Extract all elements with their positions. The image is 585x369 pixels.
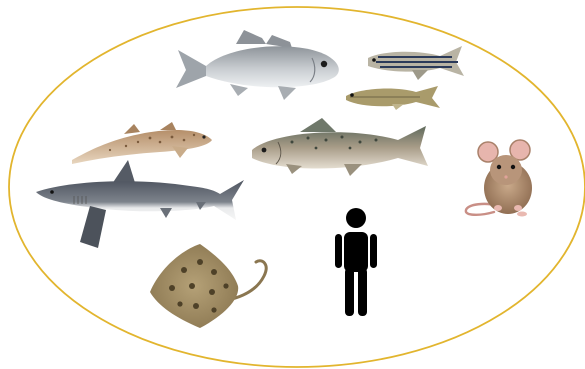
zebrafish-icon <box>368 46 464 80</box>
skate-icon <box>150 244 266 328</box>
sea-bass-icon <box>176 30 339 100</box>
human-icon <box>335 208 377 316</box>
salmon-icon <box>252 118 428 176</box>
catshark-icon <box>72 122 212 164</box>
shark-icon <box>36 160 244 248</box>
mouse-icon <box>466 140 532 217</box>
medaka-icon <box>346 86 440 110</box>
